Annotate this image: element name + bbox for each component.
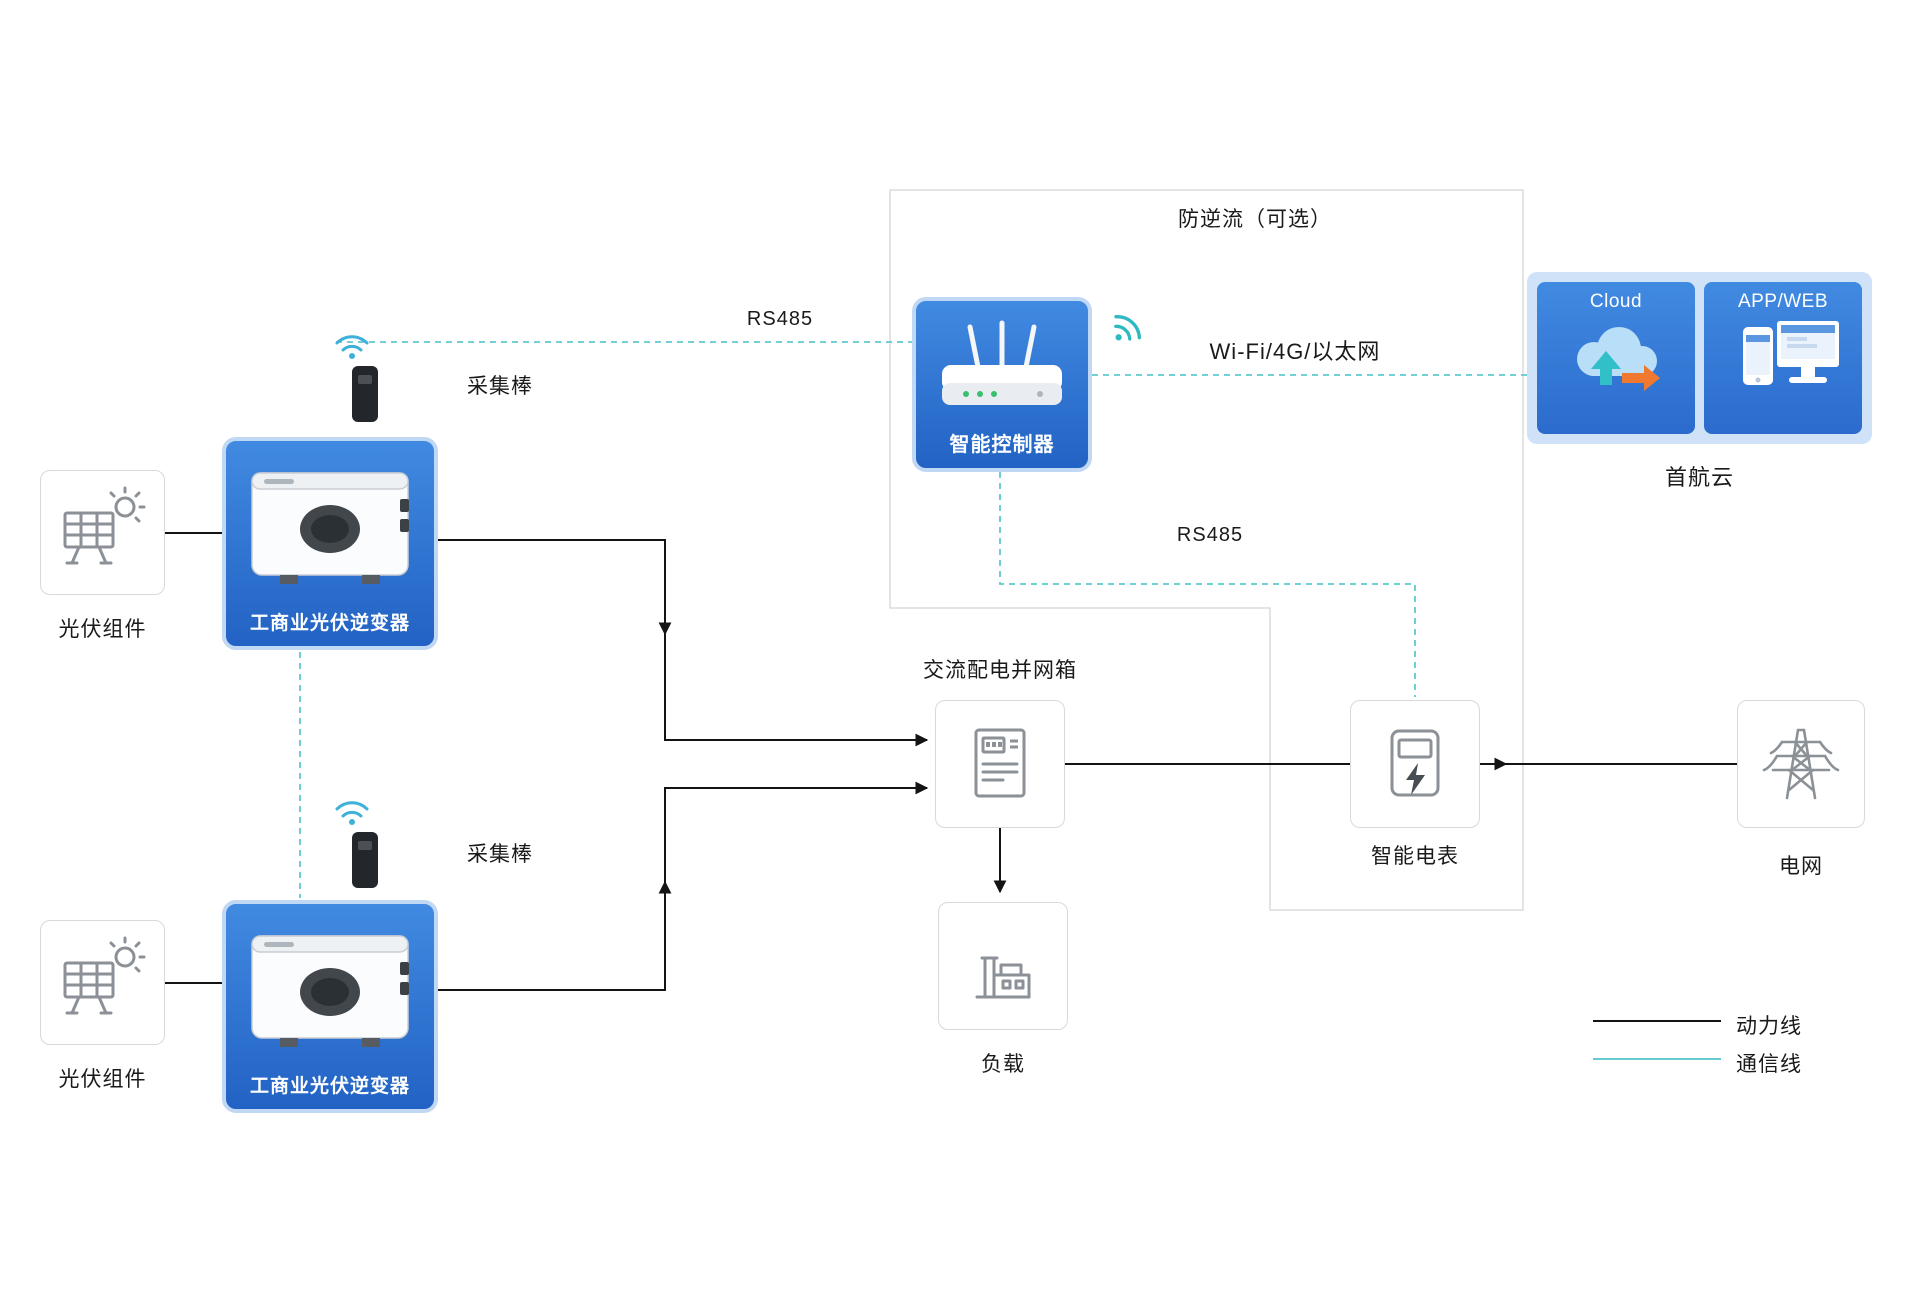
power-line-inverter1-down — [438, 539, 672, 636]
ac-distribution-box-icon — [974, 728, 1026, 798]
inverter-bottom-label: 工商业光伏逆变器 — [249, 1076, 410, 1097]
wifi-signal-icon-top — [335, 335, 369, 359]
pv-module-bottom-label: 光伏组件 — [58, 1068, 147, 1091]
inverter-device-icon — [251, 472, 409, 584]
power-line-inverter1-acbox — [664, 634, 929, 747]
power-line-inverter2-up — [438, 880, 672, 991]
router-icon — [942, 320, 1062, 405]
cloud-platform-panel: Cloud APP/WEB — [1527, 272, 1872, 444]
smart-controller-card: 智能控制器 — [912, 297, 1092, 472]
stick-window — [358, 375, 372, 384]
anti-backflow-label: 防逆流（可选） — [1178, 208, 1332, 231]
legend-power-label: 动力线 — [1736, 1015, 1802, 1038]
anti-backflow-region-outline — [889, 189, 1524, 911]
pv-module-bottom-card — [40, 920, 165, 1045]
inverter-bottom-card: 工商业光伏逆变器 — [222, 900, 438, 1113]
phone-monitor-icon — [1743, 321, 1839, 385]
smart-meter-icon — [1390, 729, 1440, 797]
data-logger-top-label: 采集棒 — [467, 375, 533, 398]
data-logger-stick-bottom — [352, 832, 378, 888]
data-logger-stick-top — [352, 366, 378, 422]
comm-line-controller-meter — [999, 472, 1416, 697]
load-card — [938, 902, 1068, 1030]
wifi-signal-icon-bottom — [335, 801, 369, 825]
pv-module-top-label: 光伏组件 — [58, 618, 147, 641]
controller-wifi-icon — [1114, 315, 1142, 341]
smart-controller-label: 智能控制器 — [949, 434, 1055, 456]
stick-window — [358, 841, 372, 850]
data-logger-bottom-label: 采集棒 — [467, 843, 533, 866]
ac-distribution-box-card — [935, 700, 1065, 828]
power-line-inverter2-acbox — [664, 781, 929, 882]
legend-comm-line — [1593, 1058, 1721, 1060]
inverter-top-card: 工商业光伏逆变器 — [222, 437, 438, 650]
power-grid-label: 电网 — [1779, 855, 1823, 878]
appweb-box-title: APP/WEB — [1737, 291, 1829, 312]
ac-distribution-box-label: 交流配电并网箱 — [923, 659, 1077, 682]
wan-link-label: Wi-Fi/4G/以太网 — [1209, 339, 1381, 364]
cloud-box-title: Cloud — [1589, 291, 1643, 312]
inverter-device-icon — [251, 935, 409, 1047]
solar-panel-icon — [63, 486, 145, 564]
solar-panel-icon — [63, 936, 145, 1014]
appweb-box: APP/WEB — [1704, 282, 1862, 434]
cloud-caption: 首航云 — [1664, 465, 1734, 490]
rs485-meter-label: RS485 — [1176, 524, 1244, 546]
rs485-top-label: RS485 — [746, 308, 814, 330]
cloud-upload-icon — [1577, 327, 1660, 391]
legend-comm-label: 通信线 — [1736, 1053, 1802, 1076]
power-grid-card — [1737, 700, 1865, 828]
power-grid-icon — [1762, 728, 1840, 800]
load-building-icon — [975, 956, 1031, 999]
pv-module-top-card — [40, 470, 165, 595]
legend-power-line — [1593, 1020, 1721, 1022]
cloud-box: Cloud — [1537, 282, 1695, 434]
load-label: 负载 — [981, 1053, 1025, 1076]
smart-meter-card — [1350, 700, 1480, 828]
smart-meter-label: 智能电表 — [1371, 845, 1459, 868]
inverter-top-label: 工商业光伏逆变器 — [249, 613, 410, 634]
